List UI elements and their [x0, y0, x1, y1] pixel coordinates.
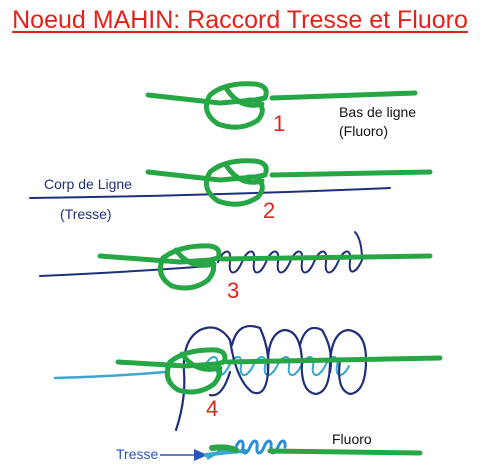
- step-2-number: 2: [263, 198, 275, 223]
- fluoro-paren-label: (Fluoro): [339, 123, 388, 139]
- step-3-knot: [39, 231, 433, 291]
- final-result-knot: [160, 439, 423, 461]
- step-4-knot: [53, 324, 443, 432]
- tresse-label: Tresse: [116, 446, 158, 462]
- step-3-number: 3: [227, 278, 239, 303]
- tresse-paren-label: (Tresse): [60, 206, 112, 222]
- step-4-number: 4: [206, 396, 218, 421]
- diagram-title: Noeud MAHIN: Raccord Tresse et Fluoro: [12, 6, 468, 34]
- step-1-number: 1: [273, 111, 285, 136]
- step-1-knot: [145, 81, 418, 130]
- fluoro-label: Fluoro: [332, 431, 372, 447]
- step-2-knot: [29, 158, 433, 207]
- corp-de-ligne-label: Corp de Ligne: [44, 176, 132, 192]
- bas-de-ligne-label: Bas de ligne: [339, 104, 416, 120]
